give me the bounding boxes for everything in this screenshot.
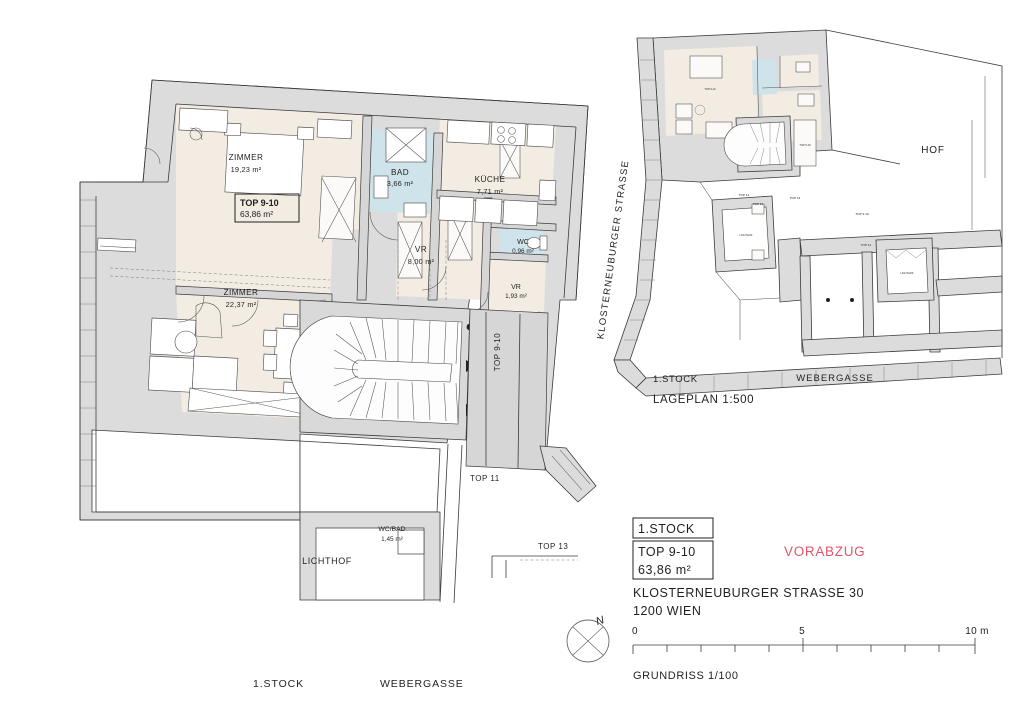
top11-wall [439,443,463,604]
site-plan-bottom-frontage [635,357,1003,397]
main-plan-footer-floor: 1.STOCK [253,678,304,690]
site-footer-caption: LAGEPLAN 1:500 [653,394,754,406]
room-area-wc-bad: 1,45 m² [381,536,403,543]
room-label-bad: BAD [391,168,409,177]
title-block-drawing-type: GRUNDRISS 1/100 [633,670,739,682]
wall-hatch-left [80,199,96,487]
bedroom-furniture [178,107,353,197]
room-area-zimmer-2: 22,37 m² [226,300,257,309]
wc-fixtures [526,235,548,251]
title-block: 1.STOCK TOP 9-10 63,86 m² KLOSTERNEUBURG… [632,517,865,682]
title-block-street: KLOSTERNEUBURGER STRASSE 30 [633,586,864,600]
site-label-top11: TOP 11 [753,202,764,206]
site-plan: TOP 9-10 TOP 9-10 HOF [595,29,1003,406]
label-stair-unit: TOP 9-10 [493,333,502,371]
title-block-area: 63,86 m² [638,563,691,577]
site-plan-inner-blocks: LICHTHOF LICHTHOF TOP 11 TOP 13 TOP 9-10 [699,181,1003,357]
site-label-hof: HOF [921,145,945,156]
site-label-top-a: TOP 12 [861,243,872,247]
site-label-top9-10b: TOP 9-10 [855,212,869,216]
compass-rose: N [566,614,610,663]
room-label-vr-2: VR [511,284,521,291]
room-label-kueche: KÜCHE [475,174,506,184]
main-plan-footer-street: WEBERGASSE [380,678,464,690]
room-label-zimmer-1: ZIMMER [229,153,264,162]
site-plan-left-frontage [613,37,663,389]
site-label-lichthof-2: LICHTHOF [901,271,914,275]
bathroom-fixtures [373,127,427,218]
label-top13: TOP 13 [538,542,568,551]
site-street-left: KLOSTERNEUBURGER STRASSE [595,159,631,340]
unit-badge-area: 63,86 m² [240,209,273,219]
site-footer-floor: 1.STOCK [653,374,698,385]
staircase [289,299,476,441]
main-plan-room-labels: ZIMMER 19,23 m² ZIMMER 22,37 m² BAD 3,66… [224,153,568,566]
door-lines [109,224,447,300]
site-plan-right-edge [825,29,1003,358]
compass-north-label: N [594,614,605,628]
unit-badge: TOP 9-10 63,86 m² [234,193,300,223]
top13-marker [491,555,578,578]
title-block-city: 1200 WIEN [633,604,701,618]
scale-bar: 0 5 10 m [632,626,988,654]
bay-structure [539,445,597,503]
room-label-vr-1: VR [415,245,427,254]
site-street-bottom: WEBERGASSE [796,373,874,384]
scale-label-start: 0 [632,626,638,637]
site-mini-label-unit: TOP 9-10 [704,87,716,91]
unit-badge-name: TOP 9-10 [240,198,279,208]
scale-label-end: 10 m [965,626,988,637]
site-label-lichthof-1: LICHTHOF [740,233,753,237]
scale-ticks [632,638,976,654]
entry-landing [465,308,549,471]
room-area-kueche: 7,71 m² [477,187,504,196]
room-label-wc: WC [517,239,529,246]
site-label-top-b: TOP 14 [739,193,750,197]
room-area-vr-2: 1,93 m² [505,293,527,300]
kitchen-fixtures [438,119,557,227]
label-lichthof: LICHTHOF [302,556,352,566]
site-plan-highlight-unit: TOP 9-10 TOP 9-10 [652,29,833,183]
label-top11: TOP 11 [470,474,500,483]
lichthof-block [299,511,441,601]
room-area-bad: 3,66 m² [387,179,414,188]
site-label-top13: TOP 13 [790,196,801,200]
room-label-zimmer-2: ZIMMER [224,288,259,297]
title-block-floor: 1.STOCK [638,522,695,536]
room-area-vr-1: 8,00 m² [408,257,435,266]
watermark-vorabzug: VORABZUG [784,544,865,559]
main-plan-perimeter [79,79,589,521]
room-area-wc: 0,96 m² [512,248,534,255]
room-label-wc-bad: WC/BAD [378,526,405,533]
title-block-unit: TOP 9-10 [638,545,696,559]
room-area-zimmer-1: 19,23 m² [231,165,262,174]
main-floor-plan: ZIMMER 19,23 m² ZIMMER 22,37 m² BAD 3,66… [79,79,597,690]
site-mini-label-top910: TOP 9-10 [799,143,811,147]
scale-label-mid: 5 [799,626,805,637]
